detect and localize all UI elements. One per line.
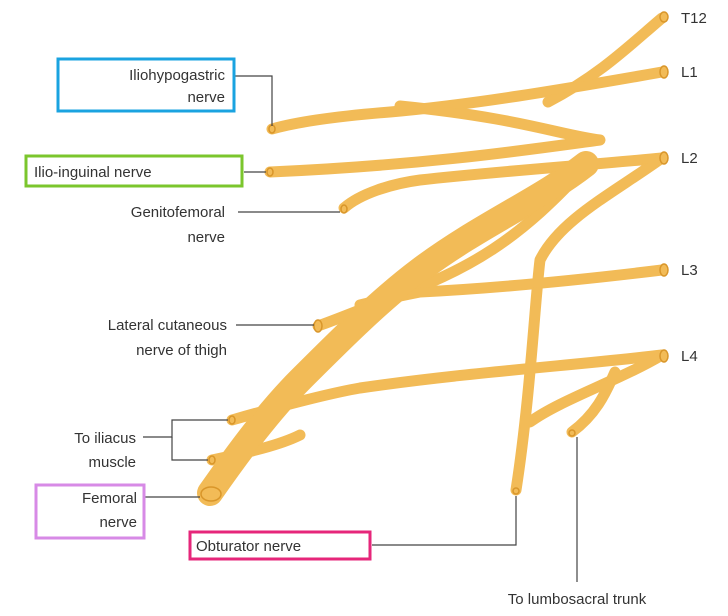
genitofemoral-label-line1: Genitofemoral [131, 204, 225, 221]
iliacus-label-line2: muscle [88, 454, 136, 471]
leader-iliacus-lower [172, 437, 208, 460]
femoral-label-line2: nerve [99, 514, 137, 531]
ilioinguinal-label: Ilio-inguinal nerve [34, 164, 152, 181]
lateral-cutaneous-label-line1: Lateral cutaneous [108, 317, 227, 334]
femoral-label-line1: Femoral [82, 490, 137, 507]
level-l3-label: L3 [681, 262, 698, 279]
iliohypogastric-label-line1: Iliohypogastric [129, 67, 225, 84]
lateral-cutaneous-label-line2: nerve of thigh [136, 342, 227, 359]
iliacus-label-line1: To iliacus [74, 430, 136, 447]
level-l1-label: L1 [681, 64, 698, 81]
nerve-bundle [201, 12, 668, 501]
leader-obturator [372, 496, 516, 545]
iliohypogastric-label-line2: nerve [187, 89, 225, 106]
spinal-level-labels: T12 L1 L2 L3 L4 [681, 10, 707, 365]
level-l2-label: L2 [681, 150, 698, 167]
level-t12-label: T12 [681, 10, 707, 27]
leader-iliohypogastric [235, 76, 272, 126]
leader-iliacus [143, 420, 228, 437]
obturator-label: Obturator nerve [196, 538, 301, 555]
level-l4-label: L4 [681, 348, 698, 365]
lumbosacral-label: To lumbosacral trunk [508, 591, 647, 608]
iliohypogastric-nerve-trunk [272, 72, 662, 129]
highlight-boxes [26, 59, 370, 559]
genitofemoral-label-line2: nerve [187, 229, 225, 246]
